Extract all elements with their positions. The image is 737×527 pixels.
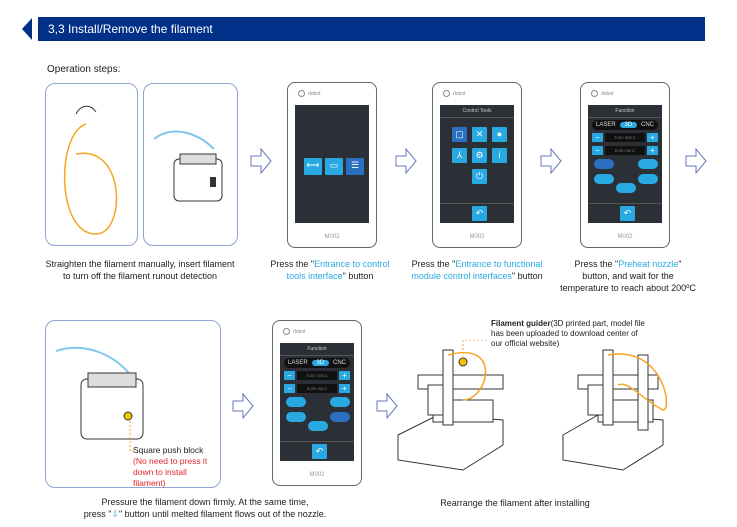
retract-button[interactable] (638, 174, 658, 184)
plus-button[interactable]: + (339, 371, 350, 380)
next-arrow-icon (250, 148, 272, 174)
filament-straighten-image (45, 83, 138, 246)
minus-button[interactable]: − (592, 146, 603, 155)
power-button[interactable]: ⏻ (472, 169, 487, 184)
tool-button[interactable]: ✕ (472, 127, 487, 142)
printer-with-guider-icon (397, 349, 504, 471)
insert-filament-image (143, 83, 238, 246)
back-button[interactable]: ↶ (312, 444, 327, 459)
phone-home-screen: dobot ⟷ ▭ ☰ M002 (287, 82, 377, 248)
model-label: M002 (469, 234, 485, 240)
screen-title: Control Tools (440, 108, 514, 118)
rearrange-caption: Rearrange the filament after installing (440, 498, 590, 508)
next-arrow-icon (685, 148, 707, 174)
section-header: 3,3 Install/Remove the filament (38, 17, 705, 41)
nozzle-temp-row: −T:25 / 200 C+ (592, 133, 658, 142)
extrude-button[interactable] (286, 412, 306, 422)
minus-button[interactable]: − (284, 384, 295, 393)
next-arrow-icon (232, 393, 254, 419)
preheat-bed-button[interactable] (638, 159, 658, 169)
model-label: M002 (324, 234, 340, 240)
info-button[interactable]: i (492, 148, 507, 163)
phone-control-tools: dobot Control Tools ▢ ✕ ● ⅄ ⚙ i ⏻ ↶ M002 (432, 82, 522, 248)
home-button[interactable] (616, 183, 636, 193)
brand-logo: dobot (443, 90, 466, 97)
step4-caption: Press the "Preheat nozzle"button, and wa… (560, 259, 696, 293)
brand-logo: dobot (591, 90, 614, 97)
minus-button[interactable]: − (284, 371, 295, 380)
extrude-button[interactable] (594, 174, 614, 184)
extruder-icon (153, 130, 223, 202)
filament-guider-note: Filament guider(3D printed part, model f… (491, 319, 645, 348)
brand-logo: dobot (283, 328, 306, 335)
back-button[interactable]: ↶ (620, 206, 635, 221)
screen-title: Function (280, 346, 354, 356)
model-label: M002 (617, 234, 633, 240)
back-arrow-icon[interactable] (22, 18, 32, 40)
printer-rearranged-icon (562, 349, 668, 471)
extruder-push-icon (55, 346, 144, 452)
back-button[interactable]: ↶ (472, 206, 487, 221)
functional-module-button[interactable]: ⚙ (472, 148, 487, 163)
retract-button[interactable] (330, 412, 350, 422)
model-label: M002 (309, 472, 325, 478)
printer-illustrations (397, 340, 668, 471)
step1-caption: Straighten the filament manually, insert… (45, 259, 235, 281)
color-button[interactable]: ● (492, 127, 507, 142)
preheat-nozzle-button[interactable] (286, 397, 306, 407)
next-arrow-icon (376, 393, 398, 419)
plus-button[interactable]: + (647, 133, 658, 142)
intro-text: Operation steps: (47, 64, 121, 75)
filament-coil-icon (63, 105, 118, 235)
bed-temp-row: −B:25 / 60 C+ (284, 384, 350, 393)
plus-button[interactable]: + (647, 146, 658, 155)
preheat-nozzle-button[interactable] (594, 159, 614, 169)
home-button[interactable] (308, 421, 328, 431)
next-arrow-icon (395, 148, 417, 174)
screen-title: Function (588, 108, 662, 118)
next-arrow-icon (540, 148, 562, 174)
nozzle-temp-row: −T:25 / 200 C+ (284, 371, 350, 380)
laser-module-button[interactable]: ▢ (452, 127, 467, 142)
extrude-icon: ⇩ (111, 509, 119, 519)
minus-button[interactable]: − (592, 133, 603, 142)
brand-logo: dobot (298, 90, 321, 97)
menu-button[interactable]: ☰ (346, 158, 364, 175)
move-button[interactable]: ⟷ (304, 158, 322, 175)
plus-button[interactable]: + (339, 384, 350, 393)
preheat-bed-button[interactable] (330, 397, 350, 407)
bed-temp-row: −B:25 / 60 C+ (592, 146, 658, 155)
fan-button[interactable]: ⅄ (452, 148, 467, 163)
push-caption: Pressure the filament down firmly. At th… (83, 497, 327, 519)
control-tools-button[interactable]: ▭ (325, 158, 343, 175)
